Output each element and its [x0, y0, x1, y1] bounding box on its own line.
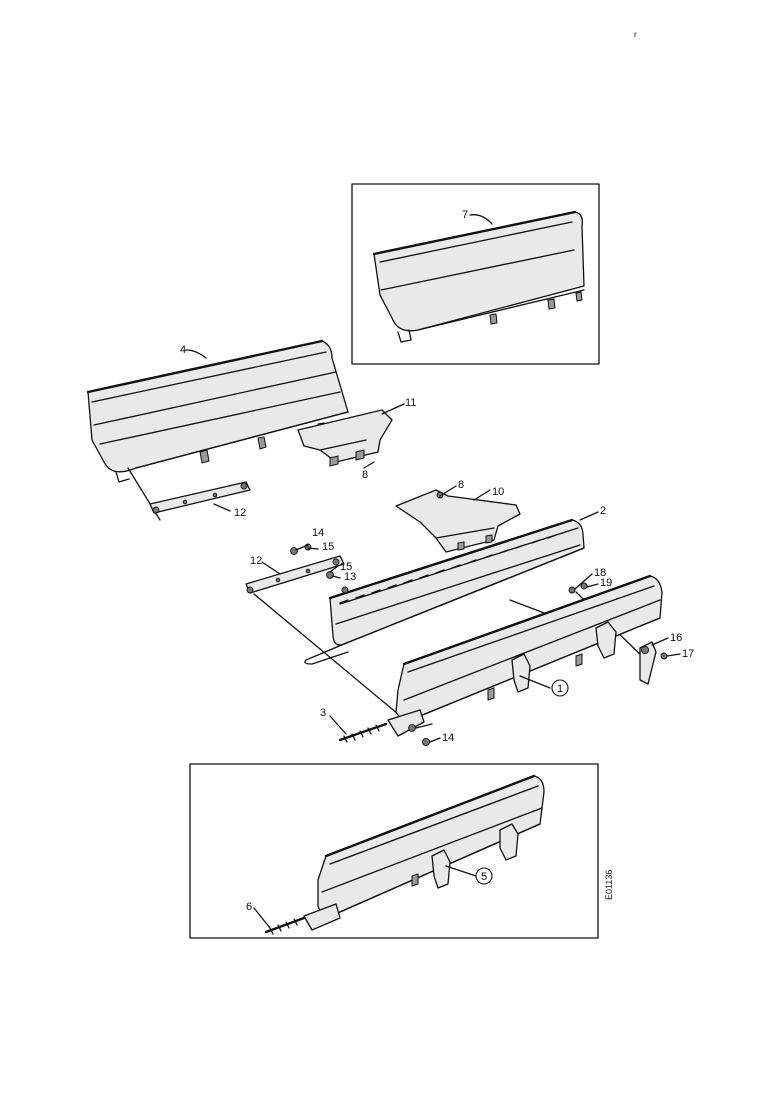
drawing-number: E01136: [604, 870, 614, 900]
inset-frame-top: [351, 183, 600, 365]
callout-14-lower: 14: [442, 732, 454, 744]
callout-2: 2: [600, 505, 606, 517]
callout-13: 13: [344, 571, 356, 583]
part-12-rail-upper: [149, 481, 251, 514]
callout-labels: 7 4 11 8 8 10 2 12 12 14 15 16 15 13 18 …: [180, 209, 694, 913]
part-4-panel: [86, 339, 349, 521]
callout-4: 4: [180, 344, 186, 356]
callout-10: 10: [492, 486, 504, 498]
callout-12-upper: 12: [234, 507, 246, 519]
part-11-bracket: [297, 409, 393, 467]
hardware-14-15-13: [290, 543, 349, 594]
callout-1-circle: [551, 679, 569, 697]
inset-frame-bottom: [189, 763, 599, 939]
callout-16: 16: [670, 632, 682, 644]
callout-11: 11: [405, 397, 416, 409]
callout-3: 3: [320, 707, 326, 719]
part-2-strip: [304, 518, 585, 665]
callout-6: 6: [246, 901, 252, 913]
hardware-16-17: [639, 641, 668, 685]
part-3-screw: [338, 722, 388, 743]
callout-14-upper: 14: [312, 527, 324, 539]
part-12-rail-lower: [245, 555, 345, 594]
part-1-panel: [387, 574, 663, 737]
callout-15-mid: 15: [340, 561, 352, 573]
callout-8-upper: 8: [362, 469, 368, 481]
part-10-bracket: [395, 489, 521, 553]
leader-lines: [185, 214, 681, 929]
callout-5-circle: [475, 867, 493, 885]
part-7-panel: [372, 210, 585, 343]
callout-5: 5: [481, 871, 487, 883]
callout-15-upper: 15: [322, 541, 334, 553]
callout-1: 1: [557, 683, 563, 695]
page-mark: r: [634, 30, 637, 39]
callout-19: 19: [600, 577, 612, 589]
callout-7: 7: [462, 209, 468, 221]
callout-17: 17: [682, 648, 694, 660]
part-5-panel: [264, 774, 545, 935]
hardware-18-19: [568, 582, 588, 594]
callout-12-lower: 12: [250, 555, 262, 567]
callout-8-middle: 8: [458, 479, 464, 491]
callout-18: 18: [594, 567, 606, 579]
